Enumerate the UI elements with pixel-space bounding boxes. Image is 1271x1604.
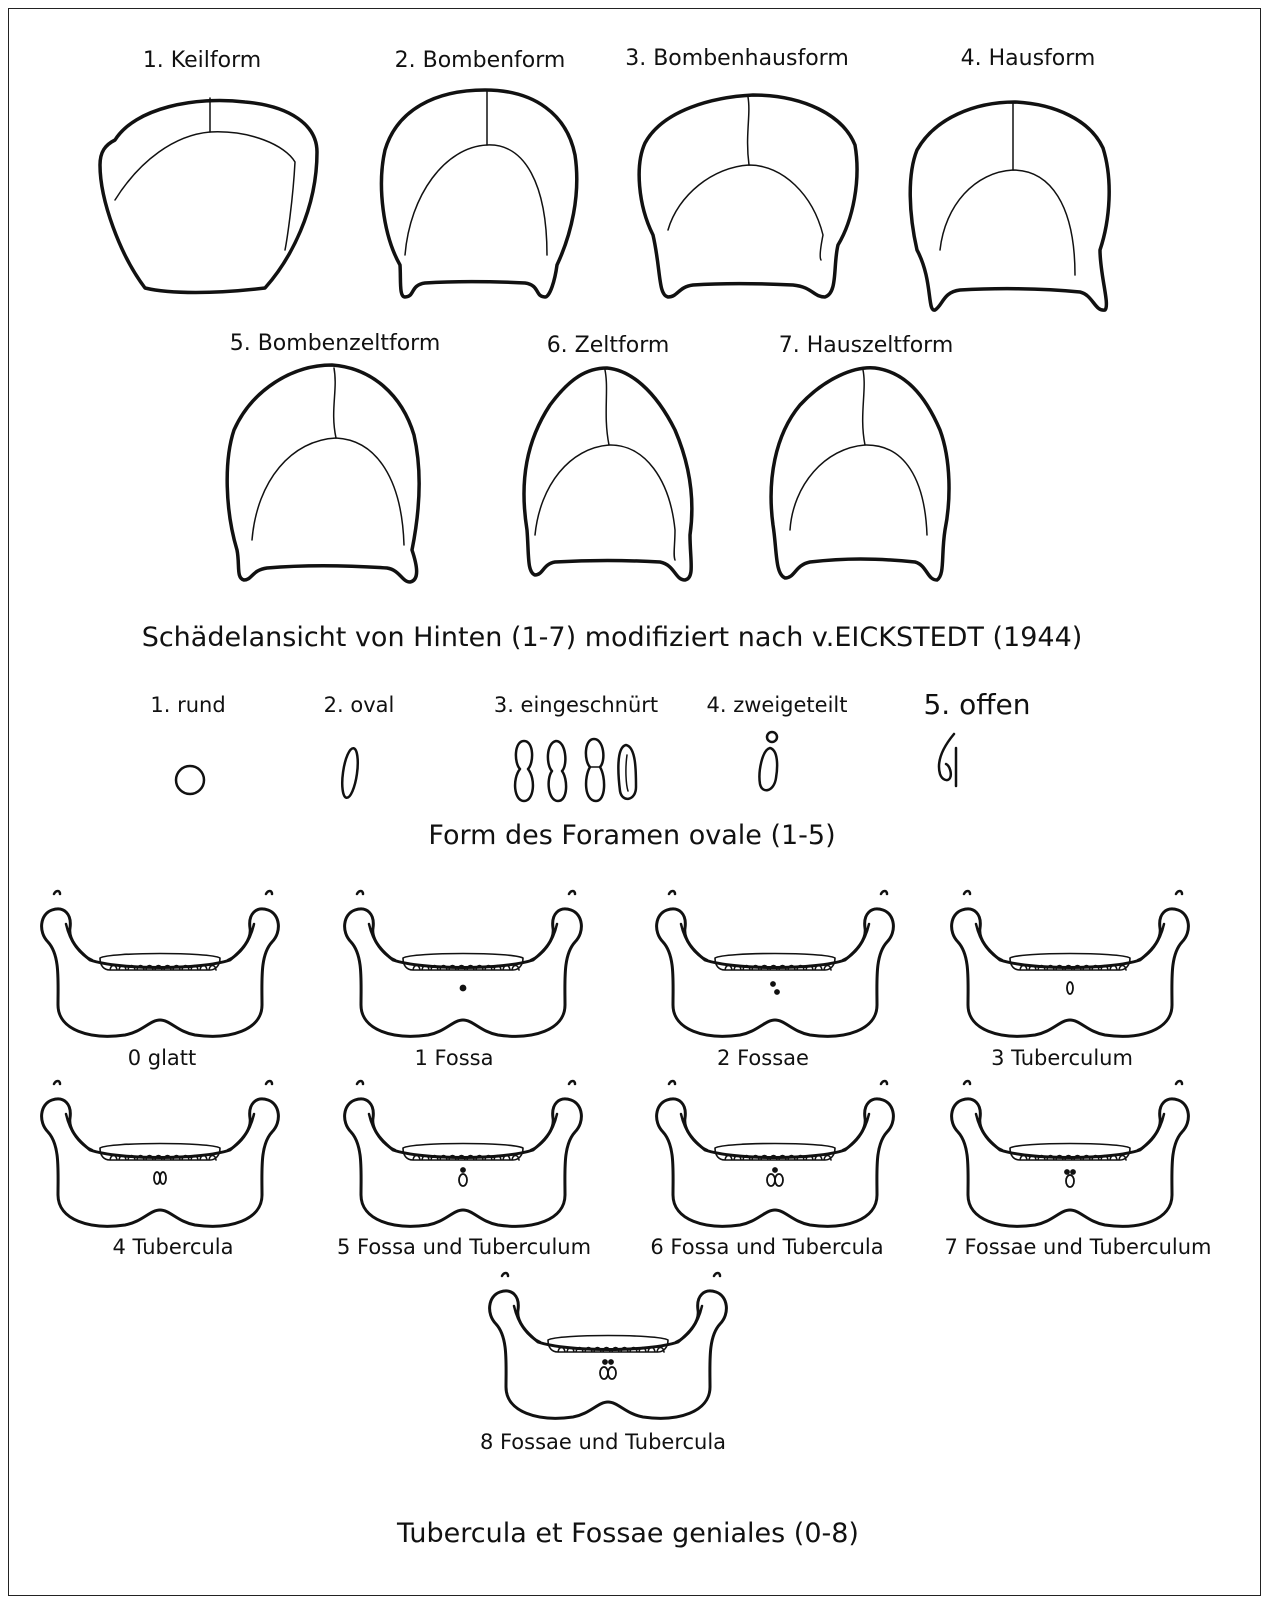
skull-label-5: 5. Bombenzeltform	[230, 331, 441, 356]
mandible-0-glatt	[30, 880, 290, 1060]
mandible-detail	[357, 891, 363, 894]
skull-label-2: 2. Bombenform	[395, 48, 566, 73]
foramen-rund	[172, 762, 208, 798]
mandible-detail	[964, 891, 970, 894]
skull-label-4: 4. Hausform	[961, 46, 1096, 71]
genial-fossa-mark	[461, 986, 466, 991]
foramen-label-5: 5. offen	[923, 688, 1030, 721]
genial-fossa-mark	[461, 1168, 465, 1172]
mandible-caption: Tubercula et Fossae geniales (0-8)	[397, 1518, 859, 1549]
mandible-outline	[490, 1291, 727, 1418]
mandible-label-2: 2 Fossae	[717, 1046, 809, 1070]
mandible-4-tubercula	[30, 1070, 290, 1250]
mandible-3-tuberculum	[940, 880, 1200, 1060]
genial-fossa-mark	[773, 1168, 777, 1172]
mandible-5-fossa-tuberculum	[333, 1070, 593, 1250]
mandible-7-fossae-tuberculum	[940, 1070, 1200, 1250]
genial-fossa-mark	[1065, 1170, 1069, 1174]
mandible-label-3: 3 Tuberculum	[991, 1046, 1133, 1070]
skull-zeltform	[515, 360, 705, 585]
genial-fossa-mark	[603, 1360, 607, 1364]
skull-hausform	[905, 90, 1120, 320]
mandible-6-fossa-tubercula	[645, 1070, 905, 1250]
mandible-outline	[952, 1099, 1189, 1226]
mandible-detail	[669, 891, 675, 894]
mandible-outline	[345, 1099, 582, 1226]
foramen-label-1: 1. rund	[150, 693, 225, 717]
mandible-outline	[345, 909, 582, 1036]
mandible-label-0: 0 glatt	[128, 1046, 197, 1070]
mandible-outline	[657, 909, 894, 1036]
mandible-detail	[1176, 891, 1182, 894]
foramen-label-3: 3. eingeschnürt	[494, 693, 658, 717]
mandible-detail	[357, 1081, 363, 1084]
mandible-8-fossae-tubercula	[478, 1262, 738, 1442]
mandible-outline	[42, 1099, 279, 1226]
mandible-detail	[54, 891, 60, 894]
mandible-detail	[502, 1273, 508, 1276]
foramen-zweigeteilt	[752, 728, 786, 796]
mandible-label-4: 4 Tubercula	[113, 1235, 234, 1259]
mandible-detail	[266, 1081, 272, 1084]
mandible-detail	[881, 1081, 887, 1084]
skull-label-3: 3. Bombenhausform	[625, 46, 849, 71]
genial-tuberculum-mark	[608, 1367, 616, 1379]
skull-bombenhausform	[633, 85, 863, 310]
genial-tuberculum-mark	[600, 1367, 608, 1379]
genial-tuberculum-mark	[160, 1172, 166, 1184]
mandible-label-5: 5 Fossa und Tuberculum	[337, 1235, 591, 1259]
mandible-outline	[42, 909, 279, 1036]
genial-fossa-mark	[775, 990, 779, 994]
genial-tuberculum-mark	[775, 1174, 783, 1186]
skull-keilform	[95, 90, 325, 305]
skull-label-7: 7. Hauszeltform	[779, 333, 954, 358]
skull-label-1: 1. Keilform	[143, 48, 261, 73]
genial-fossa-mark	[771, 982, 775, 986]
mandible-detail	[266, 891, 272, 894]
genial-tuberculum-mark	[1067, 982, 1073, 994]
mandible-detail	[1176, 1081, 1182, 1084]
mandible-label-6: 6 Fossa und Tubercula	[650, 1235, 883, 1259]
mandible-detail	[714, 1273, 720, 1276]
mandible-detail	[669, 1081, 675, 1084]
foramen-label-4: 4. zweigeteilt	[707, 693, 848, 717]
genial-tuberculum-mark	[1066, 1175, 1074, 1187]
skull-caption: Schädelansicht von Hinten (1-7) modifizi…	[142, 622, 1083, 653]
skull-bombenform	[375, 85, 585, 305]
skull-label-6: 6. Zeltform	[547, 333, 670, 358]
mandible-detail	[569, 891, 575, 894]
foramen-offen	[930, 730, 966, 794]
foramen-oval	[338, 745, 362, 801]
mandible-1-fossa	[333, 880, 593, 1060]
genial-tuberculum-mark	[459, 1174, 467, 1186]
mandible-label-7: 7 Fossae und Tuberculum	[944, 1235, 1211, 1259]
foramen-label-2: 2. oval	[324, 693, 395, 717]
mandible-label-1: 1 Fossa	[415, 1046, 494, 1070]
foramen-eingeschnuert	[510, 735, 650, 807]
mandible-detail	[964, 1081, 970, 1084]
genial-fossa-mark	[1071, 1170, 1075, 1174]
mandible-2-fossae	[645, 880, 905, 1060]
genial-fossa-mark	[609, 1360, 613, 1364]
mandible-detail	[569, 1081, 575, 1084]
skull-hauszeltform	[765, 360, 965, 585]
foramen-caption: Form des Foramen ovale (1-5)	[428, 820, 835, 851]
mandible-detail	[881, 891, 887, 894]
genial-tuberculum-mark	[767, 1174, 775, 1186]
mandible-outline	[952, 909, 1189, 1036]
mandible-label-8: 8 Fossae und Tubercula	[480, 1430, 726, 1454]
mandible-detail	[54, 1081, 60, 1084]
mandible-outline	[657, 1099, 894, 1226]
skull-bombenzeltform	[222, 360, 432, 590]
